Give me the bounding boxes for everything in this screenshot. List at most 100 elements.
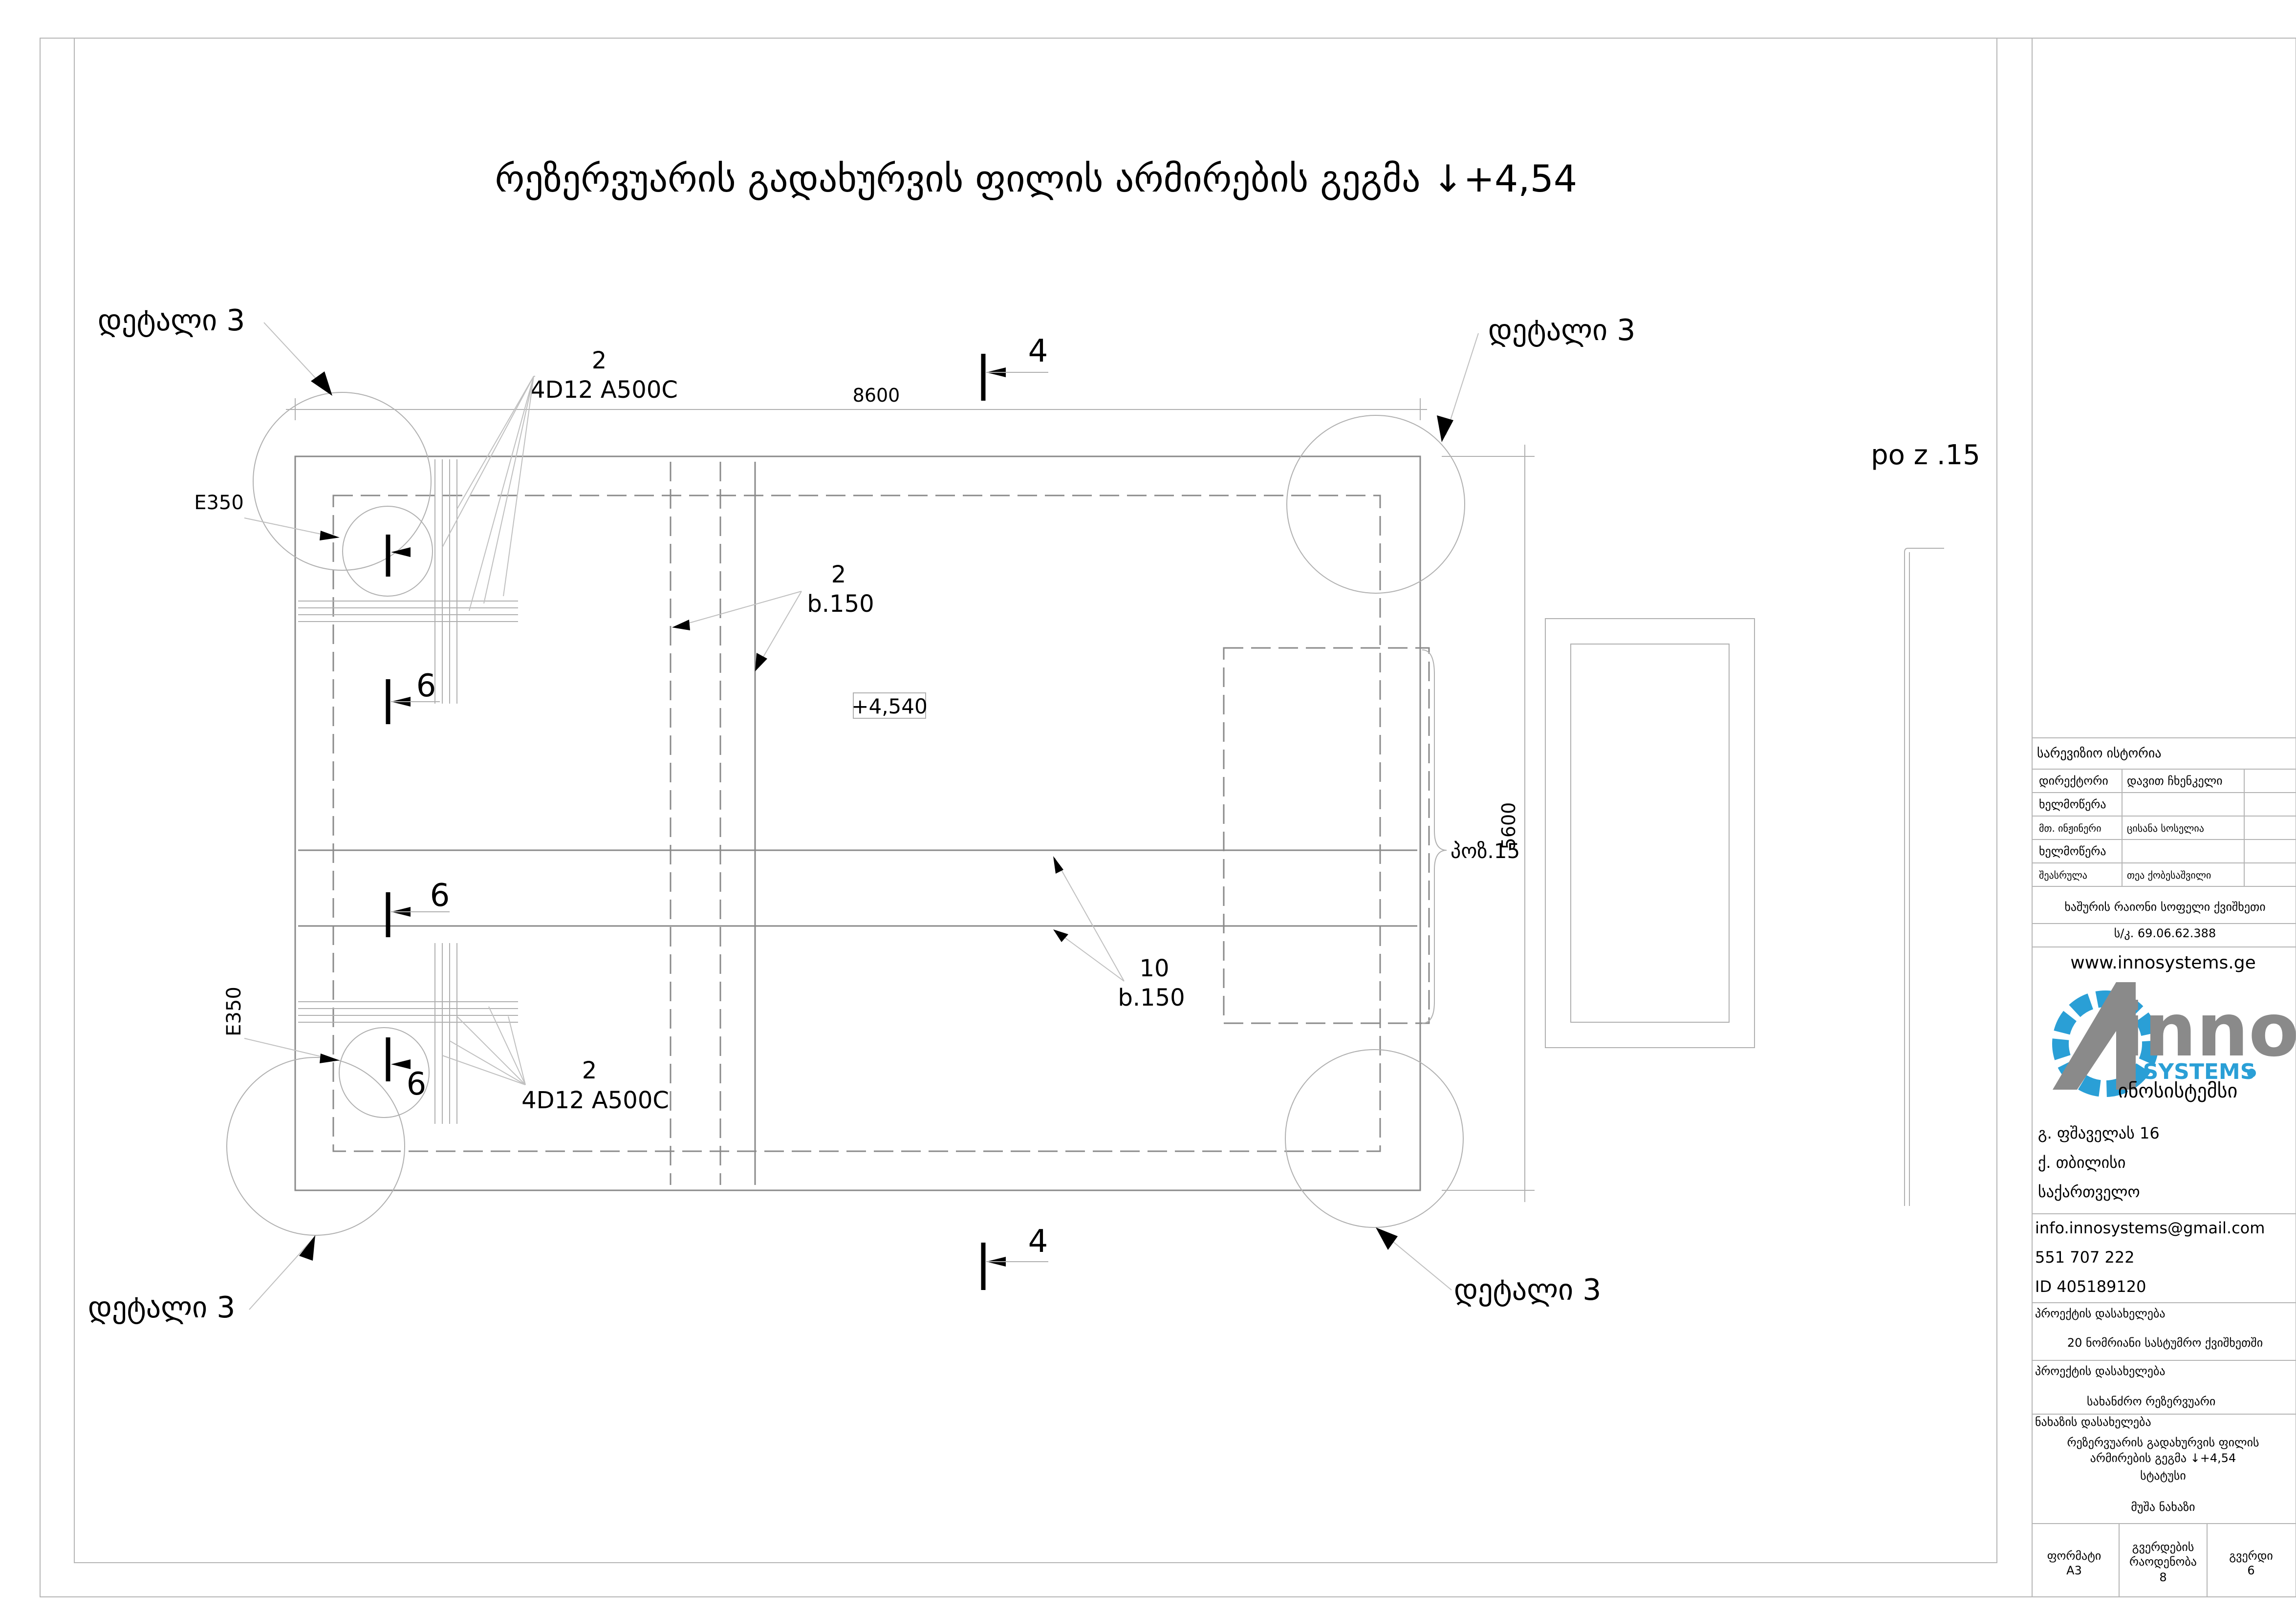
status-value: მუშა ნახაზი <box>2131 1500 2195 1514</box>
company-registry: ს/კ. 69.06.62.388 <box>2114 926 2216 940</box>
detail-arrow <box>1376 1227 1398 1250</box>
address-line-1: გ. ფშაველას 16 <box>2038 1124 2160 1142</box>
company-logo: inno SYSTEMS ინოსისტემსი <box>2052 982 2296 1102</box>
pages-value: 8 <box>2159 1570 2166 1584</box>
project-name-1: 20 ნომრიანი სასტუმრო ქვიშხეთში <box>2067 1336 2263 1350</box>
dimension-height-label: 5600 <box>1498 802 1519 850</box>
company-location: ხაშურის რაიონი სოფელი ქვიშხეთი <box>2064 900 2265 914</box>
floor-plan: 8600 5600 +4,540 პოზ.15 <box>226 385 1535 1236</box>
side-box-inner <box>1570 644 1730 1023</box>
contact-id: ID 405189120 <box>2035 1277 2146 1296</box>
drawing-frame <box>74 38 1997 1563</box>
detail-leader <box>249 1236 316 1310</box>
rebar-leader <box>456 1016 526 1085</box>
section-arrow <box>391 547 411 557</box>
title-block: სარევიზიო ისტორია დირექტორი დავით ჩხენკე… <box>2032 38 2296 1597</box>
rebar-leader <box>756 591 802 669</box>
detail-circle <box>253 392 432 571</box>
rebar-low-number: 10 <box>1139 955 1169 982</box>
revision-history: სარევიზიო ისტორია <box>2037 746 2162 761</box>
pos-bracket <box>1422 649 1447 1024</box>
project-label-2: პროექტის დასახელება <box>2035 1364 2166 1378</box>
drawing-label: ნახაზის დასახელება <box>2035 1415 2151 1429</box>
detail-arrow <box>299 1235 315 1261</box>
rebar-arrow <box>755 653 767 671</box>
director-name: დავით ჩხენკელი <box>2127 774 2223 788</box>
rebar-leader <box>442 1055 526 1085</box>
rebar-leader <box>1055 930 1125 982</box>
rebar-mid-number: 2 <box>831 561 846 588</box>
rebar-leader <box>449 1040 526 1085</box>
author-name: თეა ქობესაშვილი <box>2127 869 2211 881</box>
rebar-leader <box>456 376 534 510</box>
address-line-2: ქ. თბილისი <box>2038 1153 2125 1172</box>
detail-label-top-left: დეტალი 3 <box>98 303 245 338</box>
rebar-leader <box>508 1016 526 1085</box>
detail-arrow <box>1437 415 1453 442</box>
project-label-1: პროექტის დასახელება <box>2035 1307 2166 1320</box>
chief-engineer-label: მთ. ინჟინერი <box>2039 822 2101 834</box>
rebar-leader <box>442 376 534 548</box>
detail-circle <box>226 1057 405 1236</box>
e350-left-label: E350 <box>223 987 245 1036</box>
rebar-leader <box>488 1006 526 1085</box>
format-value: A3 <box>2066 1564 2082 1577</box>
logo-a-mark <box>2053 982 2136 1090</box>
pos-inner-label: პოზ.15 <box>1451 839 1520 863</box>
section-top-label: 4 <box>1028 333 1048 369</box>
section-arrow <box>391 1059 411 1069</box>
rebar-leader <box>676 591 802 627</box>
company-website: www.innosystems.ge <box>2070 953 2255 973</box>
title-block-frame <box>2032 38 2296 1597</box>
logo-georgian-text: ინოსისტემსი <box>2118 1080 2238 1102</box>
chief-engineer-name: ცისანა სოსელია <box>2127 822 2204 834</box>
logo-main-text: inno <box>2119 988 2296 1073</box>
section-bottom-label: 4 <box>1028 1224 1048 1260</box>
rebar-bottom-spec: 4D12 A500C <box>521 1087 669 1114</box>
address-line-3: საქართველო <box>2038 1183 2140 1201</box>
opening-dashed <box>1223 647 1430 1024</box>
rebar-leader <box>483 376 534 604</box>
detail-label-top-right: დეტალი 3 <box>1488 313 1635 347</box>
rebar-leader <box>1054 858 1125 982</box>
detail-circle <box>1286 415 1465 594</box>
author-label: შეასრულა <box>2039 869 2087 881</box>
rebar-mid-spec: b.150 <box>807 590 874 618</box>
rebar-top-spec: 4D12 A500C <box>530 376 678 404</box>
detail-circle <box>1285 1049 1464 1228</box>
section-left-label-3: 6 <box>407 1066 427 1102</box>
drawing-name-1: რეზერვუარის გადახურვის ფილის <box>2067 1436 2259 1449</box>
pages-label-2: რაოდენობა <box>2129 1555 2197 1569</box>
logo-sub-text: SYSTEMS <box>2143 1059 2256 1084</box>
elevation-box <box>853 692 926 719</box>
logo-dot-icon <box>2247 1069 2256 1077</box>
side-box-outer <box>1545 618 1755 1048</box>
detail-callouts: დეტალი 3 დეტალი 3 დეტალი 3 დეტალი 3 <box>88 303 1635 1325</box>
outer-border <box>40 38 2296 1597</box>
format-label: ფორმატი <box>2047 1549 2101 1563</box>
rebar-arrow <box>672 620 690 630</box>
e350-top-label: E350 <box>194 492 244 514</box>
rebar-low-spec: b.150 <box>1118 984 1185 1011</box>
contact-phone: 551 707 222 <box>2035 1248 2135 1267</box>
rebar-top-number: 2 <box>592 347 607 374</box>
project-name-2: სახანძრო რეზერვუარი <box>2087 1395 2215 1408</box>
detail-leader <box>1445 333 1479 435</box>
rebar-callouts: 2 4D12 A500C 2 4D12 A500C 2 b.150 10 b.1… <box>194 347 1185 1114</box>
detail-label-bottom-left: დეტალი 3 <box>88 1290 235 1325</box>
page-label: გვერდი <box>2229 1549 2273 1563</box>
drawing-name-2: არმირების გეგმა ↓+4,54 <box>2090 1451 2236 1465</box>
pages-label-1: გვერდების <box>2132 1540 2194 1554</box>
drawing-title: რეზერვუარის გადახურვის ფილის არმირების გ… <box>495 157 1578 200</box>
section-markers: 4 4 6 6 6 <box>386 333 1048 1290</box>
status-label: სტატუსი <box>2140 1469 2186 1483</box>
rebar-leader <box>503 376 534 597</box>
section-left-label-2: 6 <box>430 878 450 914</box>
logo-gear-icon <box>2052 990 2159 1097</box>
rebar-bar-shape <box>1904 548 1944 1206</box>
signature-label-2: ხელმოწერა <box>2039 844 2106 858</box>
detail-label-bottom-right: დეტალი 3 <box>1454 1273 1601 1307</box>
slab-outline <box>294 455 1421 1191</box>
rebar-bottom-number: 2 <box>582 1057 597 1084</box>
